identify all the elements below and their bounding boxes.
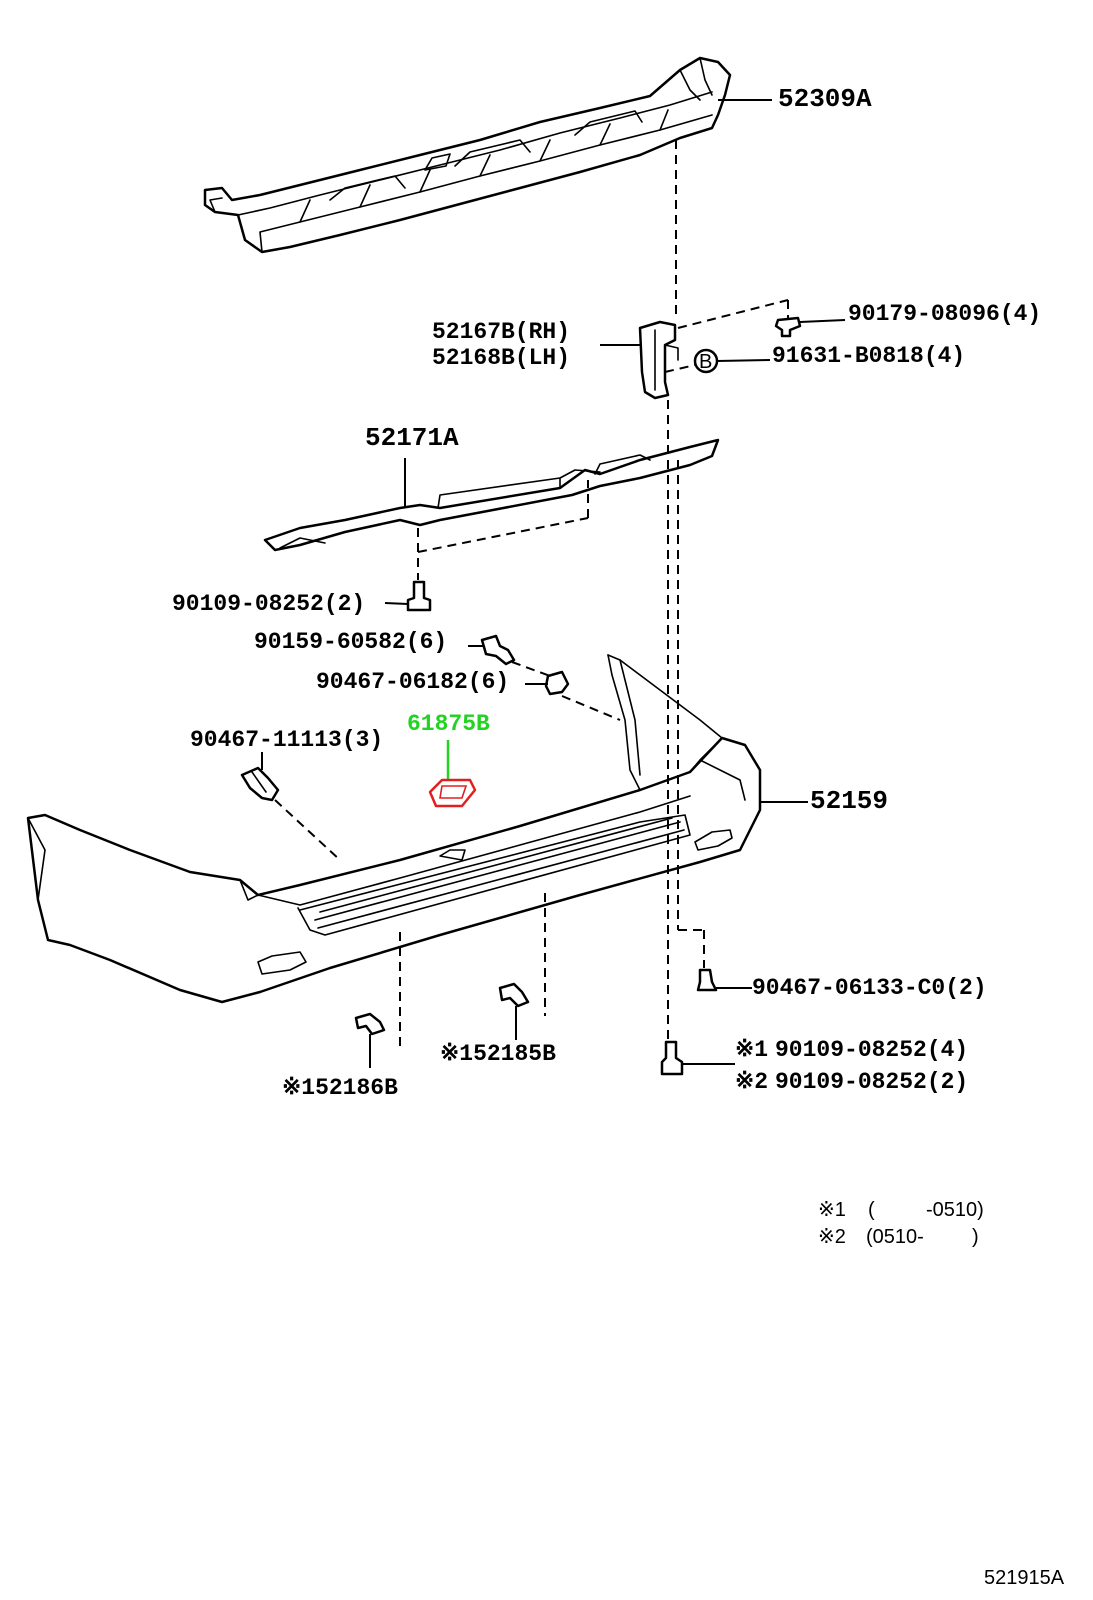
step-pad-52171A[interactable] (263, 438, 720, 552)
label-90109a[interactable]: 90109-08252(2) (172, 591, 365, 617)
label-52159[interactable]: 52159 (810, 786, 888, 816)
bracket-52186B[interactable] (354, 1012, 386, 1036)
label-52186B[interactable]: ※152186B (282, 1075, 398, 1101)
dashed-connector (274, 799, 341, 861)
label-90179[interactable]: 90179-08096(4) (848, 301, 1041, 327)
label-52309A[interactable]: 52309A (778, 84, 872, 114)
label-52168B[interactable]: 52168B(LH) (432, 345, 570, 371)
clip-90467c[interactable] (696, 968, 718, 992)
dashed-connector (561, 695, 621, 721)
clip-90467b[interactable] (240, 766, 280, 802)
label-90109c[interactable]: 90109-08252(2) (775, 1069, 968, 1095)
label-90467a[interactable]: 90467-06182(6) (316, 669, 509, 695)
note-1-range: -0510) (926, 1199, 984, 1221)
diagram-code: 521915A (984, 1567, 1065, 1589)
mark-90109b: ※1 (735, 1037, 768, 1063)
leader-91631 (716, 359, 771, 362)
bolt-90109a[interactable] (406, 580, 432, 612)
label-91631[interactable]: 91631-B0818(4) (772, 343, 965, 369)
label-90159[interactable]: 90159-60582(6) (254, 629, 447, 655)
dashed-connector (664, 364, 696, 373)
label-90109b[interactable]: 90109-08252(4) (775, 1037, 968, 1063)
dashed-connector (417, 517, 589, 553)
mark-90109c: ※2 (735, 1069, 768, 1095)
screw-90159[interactable] (480, 634, 516, 666)
dashed-connector (511, 661, 551, 677)
bolt-91631[interactable]: B (693, 348, 719, 374)
bracket-52167B-52168B[interactable] (638, 320, 679, 400)
label-90467c[interactable]: 90467-06133-C0(2) (752, 975, 987, 1001)
label-61875B[interactable]: 61875B (407, 711, 490, 737)
note-2-range: (0510- (866, 1226, 924, 1248)
label-52167B[interactable]: 52167B(RH) (432, 319, 570, 345)
step-plate-52309A[interactable] (203, 56, 732, 254)
bracket-52185B[interactable] (498, 982, 530, 1008)
part-61875B[interactable] (428, 778, 477, 808)
label-90467b[interactable]: 90467-11113(3) (190, 727, 383, 753)
leader-90179 (799, 319, 846, 323)
bolt-b-letter: B (699, 351, 712, 373)
note-1-mark: ※1 (818, 1199, 846, 1221)
dashed-connector (677, 299, 789, 329)
note-2-close: ) (972, 1226, 979, 1248)
clip-90179[interactable] (774, 316, 802, 338)
label-52171A[interactable]: 52171A (365, 423, 459, 453)
leader-90109a (384, 602, 409, 605)
note-1-open: ( (868, 1199, 875, 1221)
notes-legend: ※1 ( -0510) ※2 (0510- ) (818, 1199, 984, 1248)
clip-90467a[interactable] (544, 670, 570, 696)
rear-bumper-52159[interactable] (26, 654, 762, 1004)
note-2-mark: ※2 (818, 1226, 846, 1248)
bolt-90109b[interactable] (660, 1040, 684, 1076)
label-52185B[interactable]: ※152185B (440, 1041, 556, 1067)
